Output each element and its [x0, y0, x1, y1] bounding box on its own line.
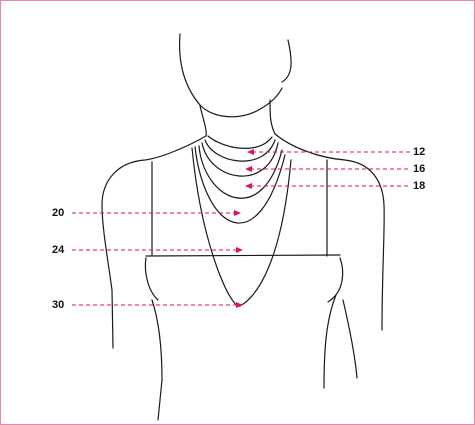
- necklace-12: [207, 135, 273, 149]
- arrowhead-18: [245, 183, 252, 189]
- necklace-18: [201, 142, 279, 177]
- right-shoulder: [274, 133, 385, 331]
- length-label-20: 20: [52, 207, 65, 219]
- neck-right: [269, 99, 276, 135]
- arrowhead-16: [245, 166, 252, 172]
- necklace-30: [191, 147, 292, 307]
- necklace-16: [204, 139, 276, 162]
- arrowhead-12: [247, 149, 254, 155]
- jaw-outline: [199, 87, 283, 118]
- arrowhead-20: [234, 210, 241, 216]
- length-label-12: 12: [413, 146, 426, 158]
- left-torso: [151, 299, 163, 421]
- neck-left: [199, 105, 207, 137]
- length-label-24: 24: [52, 244, 65, 256]
- right-arm-inner: [342, 299, 358, 379]
- necklace-20: [198, 145, 283, 199]
- face-outline: [281, 39, 292, 83]
- arrowhead-30: [236, 302, 243, 308]
- length-label-30: 30: [52, 299, 65, 311]
- neckline-top: [145, 254, 341, 257]
- bust-left: [144, 257, 159, 301]
- length-label-18: 18: [413, 180, 426, 192]
- right-torso: [323, 294, 337, 389]
- head-outline: [178, 33, 201, 106]
- left-shoulder: [101, 135, 207, 349]
- bust-right: [327, 257, 344, 303]
- arrowhead-24: [236, 247, 243, 253]
- length-label-16: 16: [413, 163, 426, 175]
- necklace-24: [194, 146, 286, 224]
